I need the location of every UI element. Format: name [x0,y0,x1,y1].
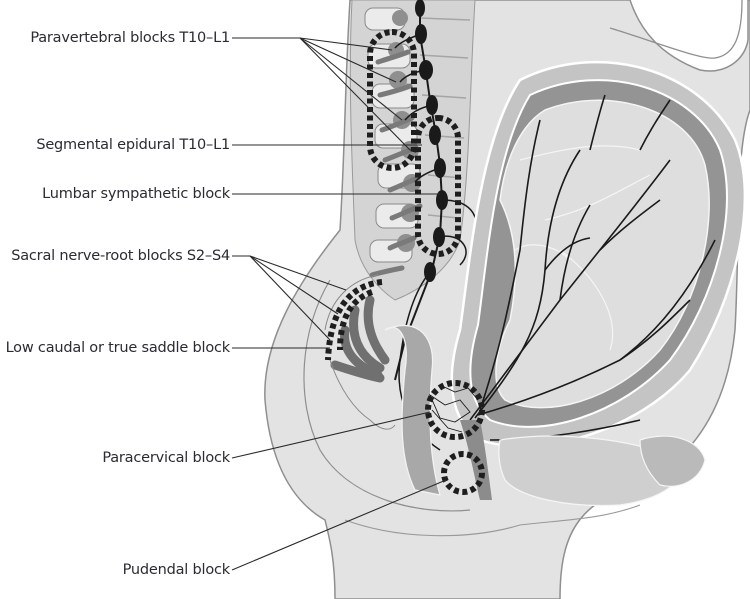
label-low-caudal-saddle-block: Low caudal or true saddle block [5,340,231,356]
sacral-block-marker [325,279,383,361]
label-pudendal-block: Pudendal block [122,562,231,578]
label-lumbar-sympathetic-block: Lumbar sympathetic block [42,186,230,202]
pudendal-block-marker [441,451,485,495]
label-sacral-nerve-root-blocks: Sacral nerve-root blocks S2–S4 [11,248,230,264]
pubic-bone [639,435,706,487]
bladder [498,435,683,507]
label-segmental-epidural: Segmental epidural T10–L1 [36,137,230,153]
thigh-line [344,504,641,537]
leader-lines [231,37,447,571]
epidural-block-marker [415,115,461,257]
abdomen-outline [609,0,743,59]
rectum [384,324,441,496]
label-paracervical-block: Paracervical block [102,450,230,466]
paracervical-block-marker [425,380,485,440]
fetus [495,99,710,409]
sacrum-outline [324,274,396,430]
uterine-vessels [469,94,716,441]
block-markers [325,29,485,495]
caudal-block-marker [337,289,374,351]
paravertebral-block-marker [367,29,417,171]
sacral-nerve-roots [330,295,390,383]
nerve-ganglia [388,10,421,252]
spinal-nerves [369,49,423,278]
buttock-outline [303,279,471,512]
label-paravertebral-blocks: Paravertebral blocks T10–L1 [30,30,230,46]
